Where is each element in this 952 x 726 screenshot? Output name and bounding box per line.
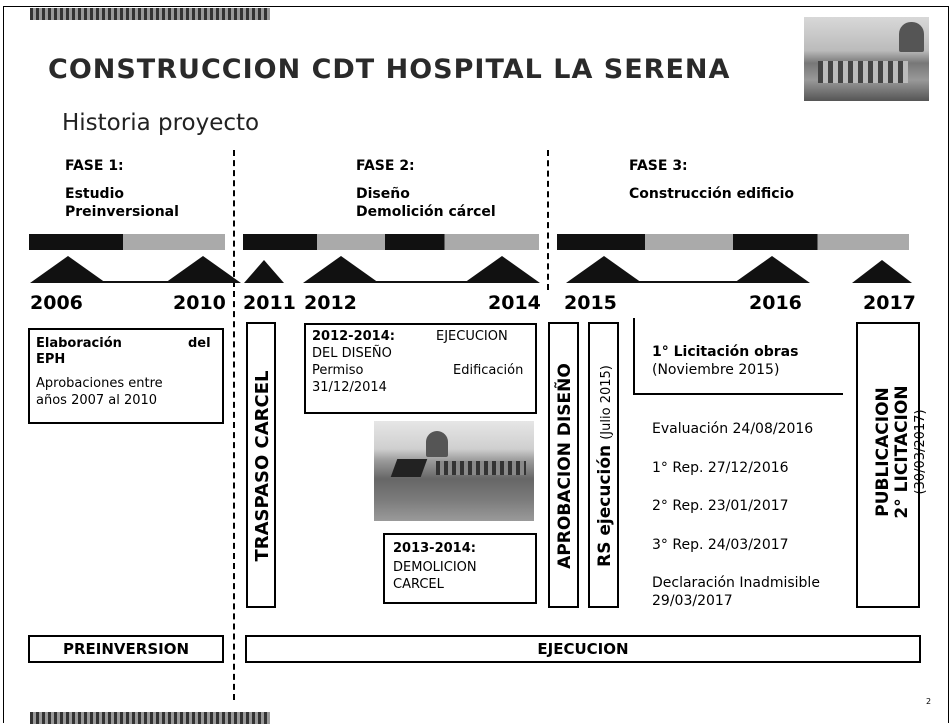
rs-ejecucion-title: RS ejecución bbox=[595, 444, 615, 567]
edificacion-label: Edificación bbox=[453, 363, 524, 378]
licitacion-date: (Noviembre 2015) bbox=[652, 362, 780, 378]
eph-desc-line1: Aprobaciones entre bbox=[36, 376, 163, 391]
publicacion-box: PUBLICACION 2° LICITACION (30/03/2017) bbox=[856, 322, 928, 608]
eph-desc-line2: años 2007 al 2010 bbox=[36, 393, 158, 408]
timeline-bar-phase1 bbox=[29, 234, 225, 250]
status-rep-2: 2° Rep. 23/01/2017 bbox=[652, 498, 789, 514]
traspaso-carcel-box: TRASPASO CARCEL bbox=[246, 322, 276, 608]
status-evaluacion: Evaluación 24/08/2016 bbox=[652, 421, 814, 437]
year-2017: 2017 bbox=[863, 292, 916, 314]
phase3-title: FASE 3: bbox=[629, 158, 688, 174]
rs-ejecucion-label: RS ejecución (Julio 2015) bbox=[592, 323, 618, 609]
page-title: CONSTRUCCION CDT HOSPITAL LA SERENA bbox=[48, 54, 731, 85]
eph-box: Elaboración del EPH Aprobaciones entre a… bbox=[28, 328, 224, 424]
eph-title-left: Elaboración bbox=[36, 336, 122, 351]
demolicion-line2: CARCEL bbox=[393, 577, 444, 592]
demolition-photo bbox=[374, 421, 534, 521]
slide-frame bbox=[3, 6, 949, 723]
licitacion-bracket-vertical bbox=[633, 318, 635, 394]
connector-2015-2016 bbox=[604, 281, 772, 283]
logo-stripe-top bbox=[30, 8, 270, 20]
milestone-2012-marker bbox=[303, 256, 379, 283]
milestone-2016-marker bbox=[734, 256, 810, 283]
phase2-desc-line2: Demolición cárcel bbox=[356, 204, 496, 220]
year-2014: 2014 bbox=[488, 292, 541, 314]
publicacion-date: (30/03/2017) bbox=[913, 409, 928, 495]
publicacion-line2: 2° LICITACION bbox=[892, 385, 912, 519]
logo-stripe-bottom bbox=[30, 712, 270, 724]
status-rep-1: 1° Rep. 27/12/2016 bbox=[652, 460, 789, 476]
ejecucion-diseno-title1: EJECUCION bbox=[436, 329, 508, 344]
milestone-2015-marker bbox=[566, 256, 642, 283]
year-2012: 2012 bbox=[304, 292, 357, 314]
status-declaracion-line1: Declaración Inadmisible bbox=[652, 575, 820, 591]
demolicion-years: 2013-2014: bbox=[393, 541, 476, 556]
phase1-desc-line2: Preinversional bbox=[65, 204, 179, 220]
phase1-title: FASE 1: bbox=[65, 158, 124, 174]
permiso-date: 31/12/2014 bbox=[312, 380, 387, 395]
phase1-desc-line1: Estudio bbox=[65, 186, 124, 202]
ejecucion-diseno-years: 2012-2014: bbox=[312, 329, 395, 344]
year-2015: 2015 bbox=[564, 292, 617, 314]
publicacion-line1: PUBLICACION bbox=[873, 387, 893, 517]
milestone-2014-marker bbox=[464, 256, 540, 283]
building-photo bbox=[804, 17, 929, 101]
timeline-bar-phase2 bbox=[243, 234, 539, 250]
milestone-2017-marker bbox=[852, 260, 912, 283]
preinversion-box: PREINVERSION bbox=[28, 635, 224, 663]
ejecucion-box: EJECUCION bbox=[245, 635, 921, 663]
phase2-title: FASE 2: bbox=[356, 158, 415, 174]
connector-2012-2014 bbox=[341, 281, 502, 283]
phase2-desc-line1: Diseño bbox=[356, 186, 410, 202]
ejecucion-diseno-title2: DEL DISEÑO bbox=[312, 346, 392, 361]
eph-title-line2: EPH bbox=[36, 352, 66, 367]
milestone-2010-marker bbox=[165, 256, 241, 283]
page-number: 2 bbox=[926, 697, 932, 706]
phase-separator-1 bbox=[233, 150, 235, 700]
permiso-label: Permiso bbox=[312, 363, 364, 378]
phase-separator-2 bbox=[547, 150, 549, 290]
ejecucion-diseno-box: 2012-2014: EJECUCION DEL DISEÑO Permiso … bbox=[304, 323, 537, 414]
status-declaracion-line2: 29/03/2017 bbox=[652, 593, 733, 609]
year-2016: 2016 bbox=[749, 292, 802, 314]
year-2011: 2011 bbox=[243, 292, 296, 314]
timeline-bar-phase3 bbox=[557, 234, 909, 250]
year-2010: 2010 bbox=[173, 292, 226, 314]
page-subtitle: Historia proyecto bbox=[62, 110, 260, 136]
licitacion-title: 1° Licitación obras bbox=[652, 344, 799, 360]
rs-ejecucion-box: RS ejecución (Julio 2015) bbox=[588, 322, 619, 608]
demolicion-line1: DEMOLICION bbox=[393, 560, 477, 575]
milestone-2006-marker bbox=[30, 256, 106, 283]
preinversion-label: PREINVERSION bbox=[62, 640, 190, 658]
traspaso-carcel-label: TRASPASO CARCEL bbox=[252, 370, 273, 562]
connector-2006-2010 bbox=[68, 281, 203, 283]
aprobacion-diseno-box: APROBACION DISEÑO bbox=[548, 322, 579, 608]
ejecucion-label: EJECUCION bbox=[537, 640, 629, 658]
year-2006: 2006 bbox=[30, 292, 83, 314]
milestone-2011-marker bbox=[244, 260, 284, 283]
status-rep-3: 3° Rep. 24/03/2017 bbox=[652, 537, 789, 553]
eph-title-right: del bbox=[188, 336, 211, 351]
phase3-desc-line1: Construcción edificio bbox=[629, 186, 795, 202]
rs-ejecucion-date: (Julio 2015) bbox=[599, 365, 614, 440]
licitacion-bracket-horizontal bbox=[633, 393, 843, 395]
demolicion-carcel-box: 2013-2014: DEMOLICION CARCEL bbox=[383, 533, 537, 604]
aprobacion-diseno-label: APROBACION DISEÑO bbox=[555, 363, 575, 569]
